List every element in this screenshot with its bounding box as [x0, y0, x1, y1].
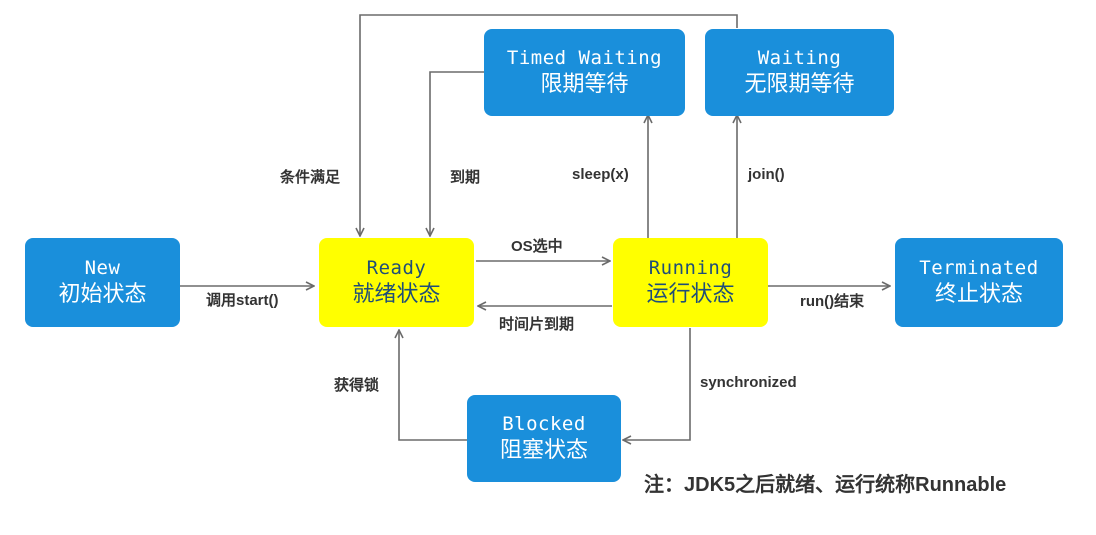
state-running-en-label: Running: [648, 256, 733, 279]
state-timed-waiting: Timed Waiting 限期等待: [484, 29, 685, 116]
state-new: New 初始状态: [25, 238, 180, 327]
edge-label-sleep: sleep(x): [572, 166, 629, 183]
state-waiting-zh-label: 无限期等待: [744, 71, 855, 97]
state-blocked-zh-label: 阻塞状态: [499, 437, 588, 463]
arrow-running-to-blocked: [623, 328, 691, 440]
footnote: 注：JDK5之后就绪、运行统称Runnable: [644, 474, 1007, 496]
state-running-zh-label: 运行状态: [646, 281, 735, 307]
state-ready-en-label: Ready: [366, 256, 427, 279]
state-new-zh-label: 初始状态: [58, 281, 147, 307]
state-terminated: Terminated 终止状态: [895, 238, 1063, 327]
state-waiting-en-label: Waiting: [757, 46, 842, 69]
edge-label-os-selected: OS选中: [511, 238, 563, 255]
edge-label-lock-acquired: 获得锁: [334, 377, 380, 394]
state-ready: Ready 就绪状态: [319, 238, 474, 327]
state-waiting: Waiting 无限期等待: [705, 29, 894, 116]
edge-label-expired: 到期: [450, 169, 481, 186]
edge-label-start: 调用start(): [206, 292, 279, 309]
state-timed-waiting-en-label: Timed Waiting: [506, 46, 663, 69]
edge-label-condition-met: 条件满足: [280, 169, 341, 186]
state-timed-waiting-zh-label: 限期等待: [540, 71, 629, 97]
state-running: Running 运行状态: [613, 238, 768, 327]
edge-label-join: join(): [748, 166, 785, 183]
state-new-en-label: New: [84, 256, 121, 279]
state-terminated-zh-label: 终止状态: [934, 281, 1023, 307]
arrow-waiting-to-ready: [360, 14, 738, 236]
state-ready-zh-label: 就绪状态: [352, 281, 441, 307]
edge-label-timeslice-expired: 时间片到期: [499, 316, 575, 333]
edge-label-run-finished: run()结束: [800, 293, 865, 310]
state-blocked-en-label: Blocked: [502, 412, 586, 435]
arrow-blocked-to-ready: [399, 330, 467, 441]
state-terminated-en-label: Terminated: [919, 256, 1039, 279]
state-blocked: Blocked 阻塞状态: [467, 395, 621, 482]
edge-label-synchronized: synchronized: [700, 374, 797, 391]
arrow-timed-waiting-to-ready: [430, 71, 484, 236]
